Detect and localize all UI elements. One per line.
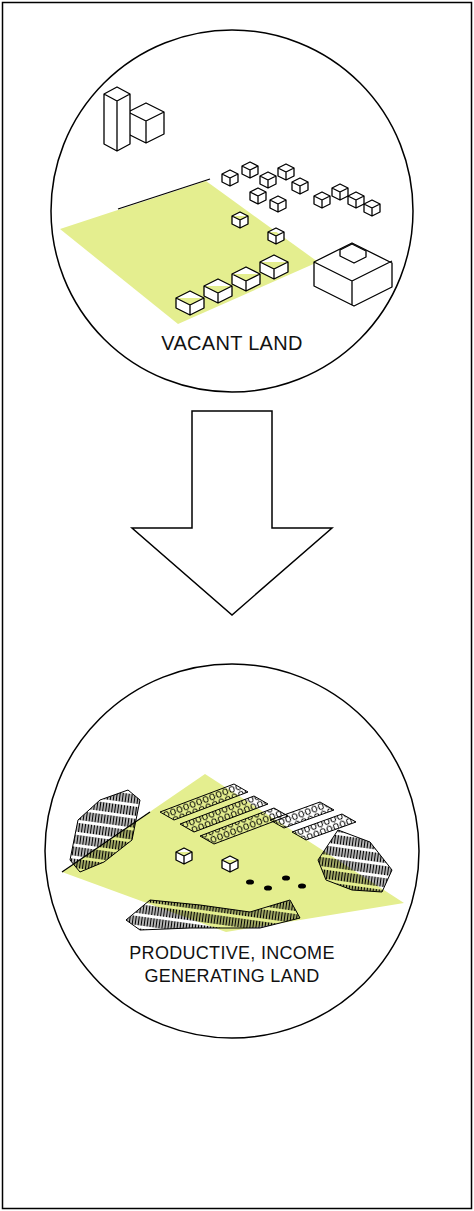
cow [298,883,306,888]
house [250,188,266,204]
livestock [246,875,306,890]
cow [264,885,272,890]
house [204,279,232,303]
building [128,103,164,143]
house [260,172,276,188]
house [348,192,364,208]
barn [222,856,238,872]
house [332,184,348,200]
tree-mass [70,790,140,872]
crop-bed [200,808,288,844]
circle-node: PRODUCTIVE, INCOME GENERATING LAND [44,663,420,1039]
shed [232,212,248,228]
tower [104,87,130,151]
block-arrow [132,411,332,615]
house [232,267,260,291]
productive-field [62,774,404,932]
vacant-lot [60,181,318,324]
circle-border [51,30,413,392]
house [242,162,258,178]
house [364,200,380,216]
house [270,196,286,212]
buildings [104,87,392,315]
warehouse [314,243,392,306]
cow [246,879,254,884]
node-label: PRODUCTIVE, INCOME GENERATING LAND [107,942,357,989]
house [278,164,294,180]
tree-row [126,900,300,930]
lot-edge [118,179,210,209]
frame [3,3,472,1209]
shed [268,228,284,244]
cow [282,875,290,880]
node-label: VACANT LAND [161,330,302,356]
crop-beds [160,784,356,844]
house [260,255,288,279]
house [222,170,238,186]
circle-border [45,664,419,1038]
house [292,178,308,194]
circle-node: VACANT LAND [50,29,414,393]
trees [70,790,392,930]
tree-mass [318,830,392,892]
house [176,291,204,315]
house [314,192,330,208]
roof-box [340,244,366,263]
barn [176,848,192,864]
barns [176,848,238,872]
